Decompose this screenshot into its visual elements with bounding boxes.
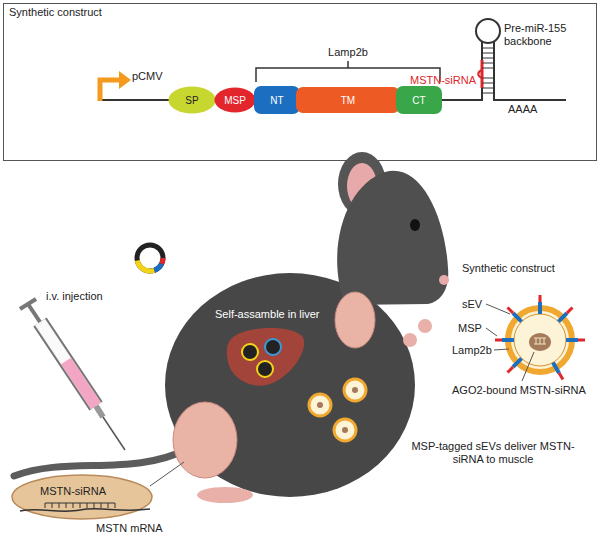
peptide-label: MSP <box>458 322 482 335</box>
liver-label: Self-assamble in liver <box>215 308 320 321</box>
delivery-note: MSP-tagged sEVs deliver MSTN-siRNA to mu… <box>398 440 588 466</box>
domain-label: MSP <box>224 94 246 107</box>
protein-label: Lamp2b <box>326 46 370 59</box>
nt-domain: NT <box>254 86 300 114</box>
cargo-label: AGO2-bound MSTN-siRNA <box>452 384 586 397</box>
panel-title: Synthetic construct <box>9 6 102 18</box>
tm-domain: TM <box>296 87 400 113</box>
vesicle-label: sEV <box>462 298 482 311</box>
domain-label: SP <box>185 94 198 107</box>
msp-peptide: MSP <box>214 87 256 113</box>
plasmid-icon <box>137 245 163 271</box>
domain-label: CT <box>412 94 425 107</box>
sirna-label: MSTN-siRNA <box>400 74 476 87</box>
ct-domain: CT <box>396 86 442 114</box>
promoter-arrow <box>100 71 131 101</box>
hairpin <box>476 19 500 101</box>
signal-peptide: SP <box>168 86 216 114</box>
protein-label: Lamp2b <box>452 344 492 357</box>
liver <box>227 328 304 386</box>
small-evs <box>309 379 366 441</box>
promoter-label: pCMV <box>132 70 163 83</box>
domain-label: NT <box>270 94 283 107</box>
backbone-label: Pre-miR-155 backbone <box>504 22 588 48</box>
syringe <box>20 299 125 450</box>
polya-label: AAAA <box>508 103 537 116</box>
sev-detail <box>486 295 585 381</box>
muscle-fiber <box>12 462 184 519</box>
injection-label: i.v. injection <box>46 290 103 303</box>
mrna-label: MSTN mRNA <box>96 522 163 535</box>
construct-label: Synthetic construct <box>462 262 555 275</box>
mouse <box>14 152 449 503</box>
domain-label: TM <box>341 94 355 107</box>
sirna-label: MSTN-siRNA <box>40 485 106 498</box>
